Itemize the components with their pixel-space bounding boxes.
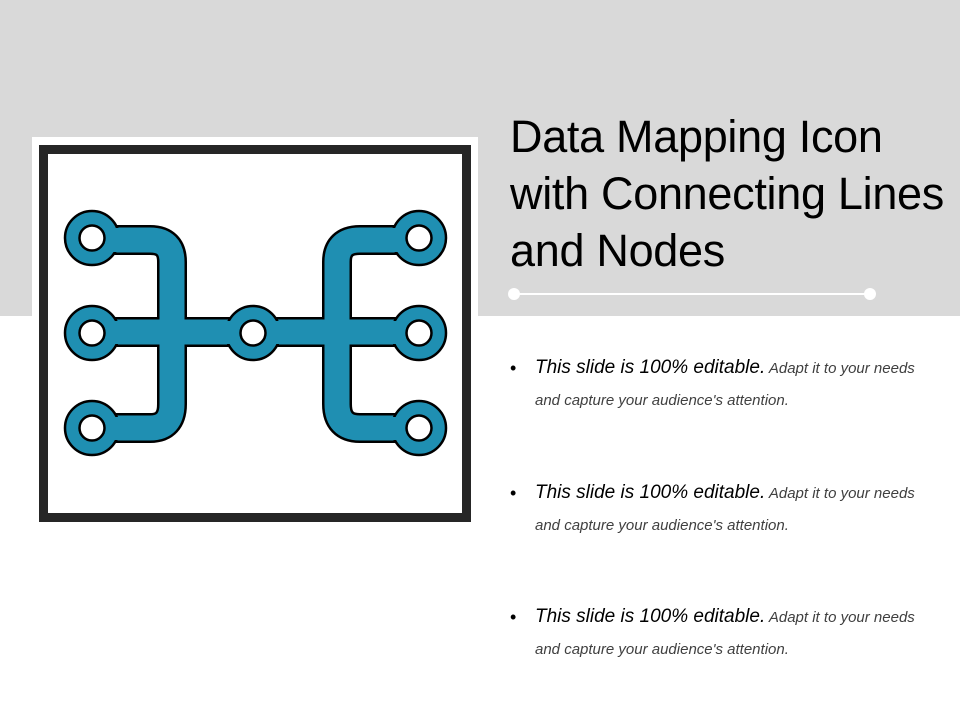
bullet-item: • This slide is 100% editable. Adapt it … xyxy=(510,601,930,666)
bullet-lead: This slide is 100% editable. xyxy=(535,606,766,627)
bullet-mark: • xyxy=(510,358,517,378)
divider-dot-left xyxy=(508,288,520,300)
bullet-item: • This slide is 100% editable. Adapt it … xyxy=(510,477,930,542)
bullet-mark: • xyxy=(510,483,517,503)
title-divider xyxy=(508,288,876,300)
bullet-body: Adapt it to your needs and capture your … xyxy=(535,609,915,658)
bullet-body: Adapt it to your needs and capture your … xyxy=(535,360,915,409)
bullet-lead: This slide is 100% editable. xyxy=(535,357,766,378)
divider-dot-right xyxy=(864,288,876,300)
divider-line xyxy=(514,293,870,295)
bullet-body: Adapt it to your needs and capture your … xyxy=(535,485,915,534)
bullet-mark: • xyxy=(510,607,517,627)
bullet-lead: This slide is 100% editable. xyxy=(535,482,766,503)
slide-title: Data Mapping Icon with Connecting Lines … xyxy=(510,111,944,276)
bullet-item: • This slide is 100% editable. Adapt it … xyxy=(510,352,930,417)
